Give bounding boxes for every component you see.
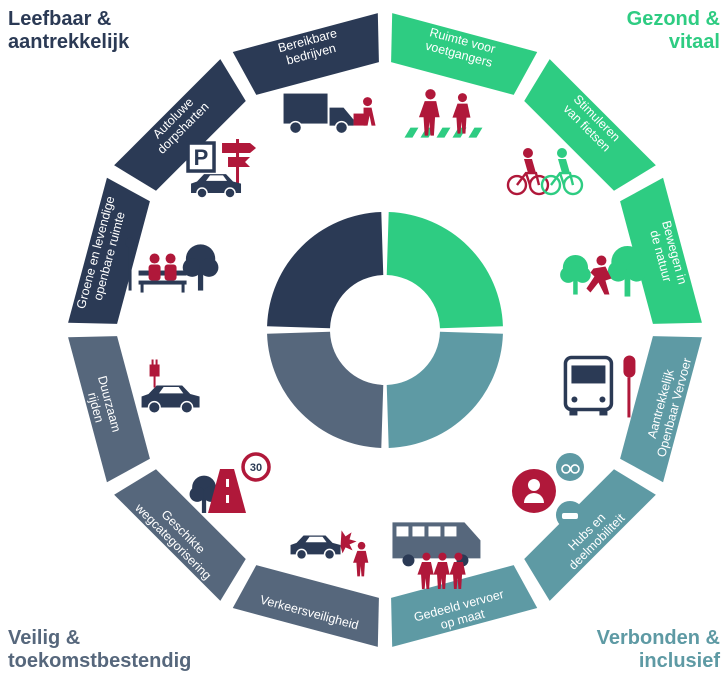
segment-1 [391,13,538,95]
shared-van-icon [392,522,481,590]
theme-leefbaar-line2: aantrekkelijk [8,31,130,53]
svg-text:30: 30 [250,462,262,474]
theme-veilig-line1: Veilig & [8,627,81,649]
theme-gezond: Gezond & vitaal [627,8,720,54]
segment-3 [620,177,702,324]
theme-gezond-line2: vitaal [668,31,720,53]
car-pedestrian-collision-icon [290,530,369,577]
segment-6 [391,565,538,647]
truck-delivery-icon [283,93,376,135]
segment-11 [114,59,246,191]
ev-charging-car-icon [141,359,200,415]
segment-8 [114,469,246,601]
segment-12 [232,13,379,95]
theme-verbonden: Verbonden & inclusief [597,627,720,673]
theme-veilig: Veilig & toekomstbestendig [8,627,191,673]
road-30-sign-icon: 30 [189,452,271,513]
svg-text:P: P [194,145,209,170]
segment-2 [524,59,656,191]
theme-veilig-line2: toekomstbestendig [8,650,192,672]
pedestrians-crossing-icon [404,89,483,138]
inner-donut [267,212,503,448]
inner-segment-gezond [386,212,503,329]
segment-7 [232,565,379,647]
icon-ring: 30 P [125,89,647,590]
runner-trees-icon [560,245,647,297]
segment-5 [524,469,656,601]
segment-9 [68,336,150,483]
inner-segment-leefbaar [267,212,384,329]
theme-verbonden-line2: inclusief [638,650,720,672]
theme-verbonden-line1: Verbonden & [596,627,720,649]
theme-leefbaar: Leefbaar & aantrekkelijk [8,8,129,54]
bus-stop-icon [563,355,636,418]
theme-gezond-line1: Gezond & [626,8,720,30]
inner-segment-verbonden [386,331,503,448]
inner-segment-veilig [267,331,384,448]
park-bench-icon [125,237,219,293]
segment-4 [620,336,702,483]
cyclists-icon [506,148,584,196]
mobility-hub-icon [511,452,584,529]
segment-10 [68,177,150,324]
parking-sign-car-icon: P [186,139,257,199]
theme-leefbaar-line1: Leefbaar & [8,8,112,30]
